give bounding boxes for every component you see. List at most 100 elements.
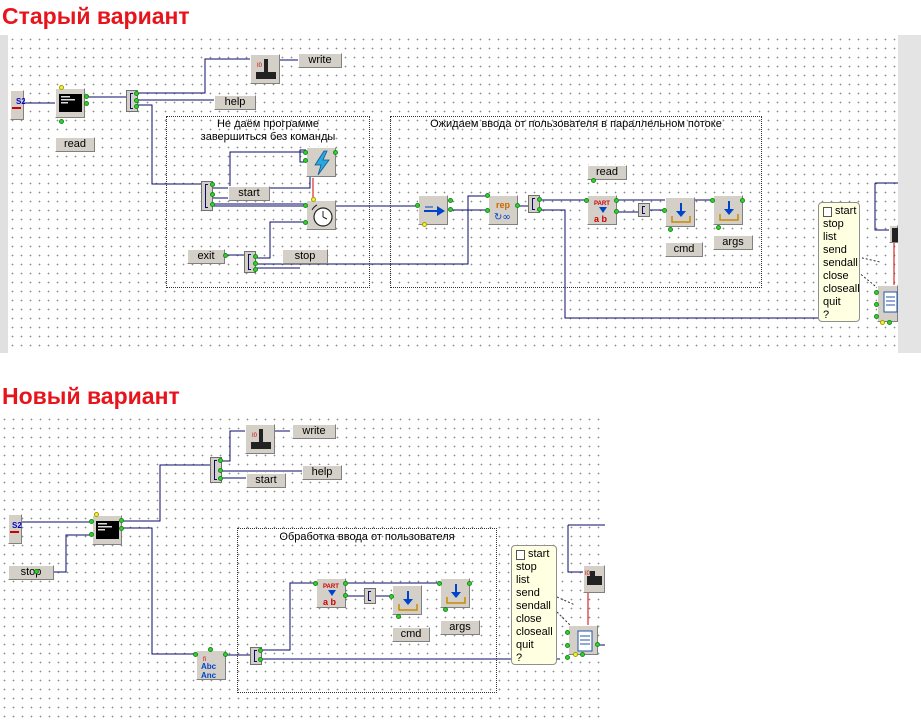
old-command-dispatcher-component[interactable]	[877, 285, 898, 322]
pin[interactable]	[59, 85, 64, 90]
pin[interactable]	[343, 593, 348, 598]
pin[interactable]	[485, 193, 490, 198]
pin[interactable]	[537, 207, 542, 212]
pin[interactable]	[614, 209, 619, 214]
pin[interactable]	[573, 652, 578, 657]
pin[interactable]	[89, 532, 94, 537]
pin[interactable]	[208, 647, 213, 652]
pin[interactable]	[210, 202, 215, 207]
pin[interactable]	[313, 581, 318, 586]
old-label-cmd[interactable]: cmd	[665, 242, 703, 257]
pin[interactable]	[448, 198, 453, 203]
pin[interactable]	[874, 290, 879, 295]
new-label-stop[interactable]: stop	[8, 565, 54, 580]
pin[interactable]	[59, 119, 64, 124]
new-label-args[interactable]: args	[440, 620, 480, 635]
old-scheme-canvas[interactable]	[8, 35, 918, 353]
pin[interactable]	[218, 476, 223, 481]
old-label-read-inner[interactable]: read	[587, 165, 627, 180]
new-store-args-component[interactable]	[440, 578, 470, 608]
old-label-args[interactable]: args	[713, 235, 753, 250]
old-thread-component[interactable]	[418, 195, 448, 225]
pin[interactable]	[874, 302, 879, 307]
pin[interactable]	[84, 101, 89, 106]
pin[interactable]	[134, 98, 139, 103]
pin[interactable]	[303, 220, 308, 225]
pin[interactable]	[662, 208, 667, 213]
new-label-cmd[interactable]: cmd	[392, 627, 430, 642]
pin[interactable]	[537, 197, 542, 202]
pin[interactable]	[119, 518, 124, 523]
pin[interactable]	[218, 468, 223, 473]
old-label-stop[interactable]: stop	[282, 249, 328, 264]
pin[interactable]	[134, 91, 139, 96]
pin[interactable]	[193, 652, 198, 657]
pin[interactable]	[119, 526, 124, 531]
pin[interactable]	[880, 320, 885, 325]
pin[interactable]	[710, 198, 715, 203]
pin[interactable]	[258, 648, 263, 653]
pin[interactable]	[303, 203, 308, 208]
pin[interactable]	[210, 192, 215, 197]
pin[interactable]	[443, 607, 448, 612]
pin[interactable]	[716, 225, 721, 230]
pin[interactable]	[89, 519, 94, 524]
pin[interactable]	[333, 150, 338, 155]
pin[interactable]	[210, 182, 215, 187]
pin[interactable]	[94, 512, 99, 517]
old-label-write[interactable]: write	[298, 53, 342, 68]
old-label-start[interactable]: start	[228, 186, 270, 201]
pin[interactable]	[396, 614, 401, 619]
old-label-read[interactable]: read	[55, 137, 95, 152]
pin[interactable]	[448, 207, 453, 212]
pin[interactable]	[253, 267, 258, 272]
pin[interactable]	[887, 320, 892, 325]
new-hub[interactable]	[364, 588, 376, 604]
new-label-write[interactable]: write	[292, 424, 336, 439]
pin[interactable]	[565, 643, 570, 648]
new-entry-point-component[interactable]: S2	[8, 514, 22, 544]
pin[interactable]	[595, 642, 600, 647]
pin[interactable]	[584, 198, 589, 203]
pin[interactable]	[84, 94, 89, 99]
pin[interactable]	[874, 314, 879, 319]
old-console-component[interactable]	[55, 88, 85, 118]
pin[interactable]	[740, 198, 745, 203]
pin[interactable]	[415, 203, 420, 208]
pin[interactable]	[565, 655, 570, 660]
pin[interactable]	[343, 581, 348, 586]
pin[interactable]	[668, 227, 673, 232]
old-entry-point-component[interactable]: S2	[10, 90, 25, 120]
pin[interactable]	[580, 652, 585, 657]
old-label-help[interactable]: help	[214, 95, 256, 110]
pin[interactable]	[467, 581, 472, 586]
pin[interactable]	[218, 458, 223, 463]
pin[interactable]	[422, 222, 427, 227]
pin[interactable]	[253, 261, 258, 266]
old-output-partial-component[interactable]	[889, 225, 898, 243]
pin[interactable]	[485, 208, 490, 213]
pin[interactable]	[34, 569, 39, 574]
new-write-component[interactable]: I0	[245, 424, 275, 454]
pin[interactable]	[258, 657, 263, 662]
old-repeat-component[interactable]: rep↻∞	[488, 195, 518, 225]
new-console-component[interactable]	[92, 515, 122, 545]
pin[interactable]	[389, 594, 394, 599]
pin[interactable]	[134, 104, 139, 109]
pin[interactable]	[303, 150, 308, 155]
pin[interactable]	[591, 178, 596, 183]
old-write-component[interactable]: I0	[250, 54, 280, 84]
pin[interactable]	[253, 254, 258, 259]
new-store-cmd-component[interactable]	[392, 585, 422, 615]
old-timer-component[interactable]	[306, 200, 336, 230]
pin[interactable]	[515, 203, 520, 208]
pin[interactable]	[437, 581, 442, 586]
old-event-component[interactable]	[306, 147, 336, 177]
old-label-exit[interactable]: exit	[187, 249, 225, 264]
old-hub[interactable]	[638, 203, 650, 217]
new-label-help[interactable]: help	[302, 465, 342, 480]
pin[interactable]	[223, 652, 228, 657]
new-label-start[interactable]: start	[246, 473, 286, 488]
